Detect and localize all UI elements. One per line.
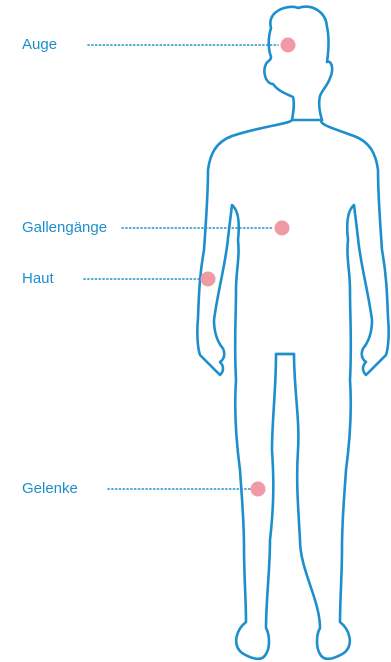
marker-haut: [201, 272, 216, 287]
label-haut: Haut: [22, 270, 54, 288]
leader-lines: [84, 45, 278, 489]
marker-auge: [281, 38, 296, 53]
head-outline: [264, 7, 332, 120]
markers: [201, 38, 296, 497]
label-gelenke: Gelenke: [22, 480, 78, 498]
label-auge: Auge: [22, 36, 57, 54]
marker-gallengaenge: [275, 221, 290, 236]
label-gallengaenge: Gallengänge: [22, 219, 107, 237]
human-body-outline: [197, 7, 388, 659]
torso-legs-outline: [197, 120, 388, 659]
marker-gelenke: [251, 482, 266, 497]
